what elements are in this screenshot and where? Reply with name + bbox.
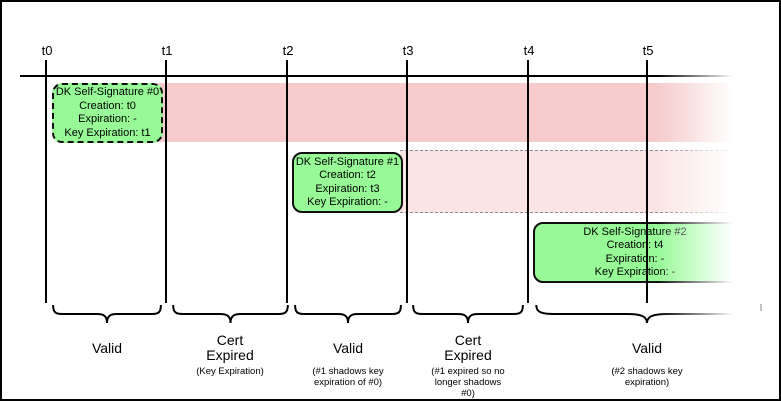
signature0-title: DK Self-Signature #0 [55,86,160,98]
section4-label-text: Valid [631,339,663,356]
signature-box-0: DK Self-Signature #0 Creation: t0 Expira… [52,83,163,143]
section0-brace [52,305,162,324]
section0-label: Valid [72,332,142,364]
tick-line-t1 [165,60,167,303]
signature2-creation: Creation: t4 [606,239,664,251]
signature1-key-expiration: Key Expiration: - [307,196,388,208]
tick-line-t2 [286,60,288,303]
section2-note: (#1 shadows key expiration of #0) [312,366,384,388]
section2-label: Valid [313,332,383,364]
signature0-creation: Creation: t0 [79,99,136,112]
tick-label-t5: t5 [642,43,654,58]
tick-label-t3: t3 [402,43,414,58]
tick-line-t4 [527,60,529,303]
signature2-expiration: Expiration: - [605,252,665,265]
right-fade-overlay [657,52,779,330]
section4-label: Valid [612,332,682,364]
section0-label-text: Valid [91,339,123,356]
section3-label-text: Cert Expired [444,332,492,363]
signature1-expiration: Expiration: t3 [315,182,380,195]
signature0-key-expiration: Key Expiration: t1 [64,126,151,139]
section3-brace [412,305,524,324]
tick-label-t0: t0 [41,43,53,58]
tick-label-t2: t2 [282,43,294,58]
section2-label-text: Valid [332,339,364,356]
section1-brace [172,305,289,324]
tick-line-t0 [45,60,47,303]
section3-note: (#1 expired so no longer shadows #0) [431,366,505,399]
timeline-axis [20,75,733,77]
signature0-validity-band [157,83,733,142]
faded-brace-end [760,304,762,311]
tick-label-t1: t1 [161,43,173,58]
section1-note: (Key Expiration) [196,366,264,377]
section1-label: Cert Expired [195,332,265,364]
section4-note: (#2 shadows key expiration) [611,366,683,388]
signature1-title: DK Self-Signature #1 [295,155,400,168]
tick-line-t3 [406,60,408,303]
section2-brace [294,305,402,324]
section3-label: Cert Expired [433,332,503,364]
tick-label-t4: t4 [523,43,535,58]
signature1-creation: Creation: t2 [319,169,376,181]
signature-box-1: DK Self-Signature #1 Creation: t2 Expira… [292,152,403,213]
signature0-expiration: Expiration: - [78,113,137,125]
tick-line-t5 [646,60,648,303]
signature2-key-expiration: Key Expiration: - [594,266,676,278]
section1-label-text: Cert Expired [206,332,254,363]
